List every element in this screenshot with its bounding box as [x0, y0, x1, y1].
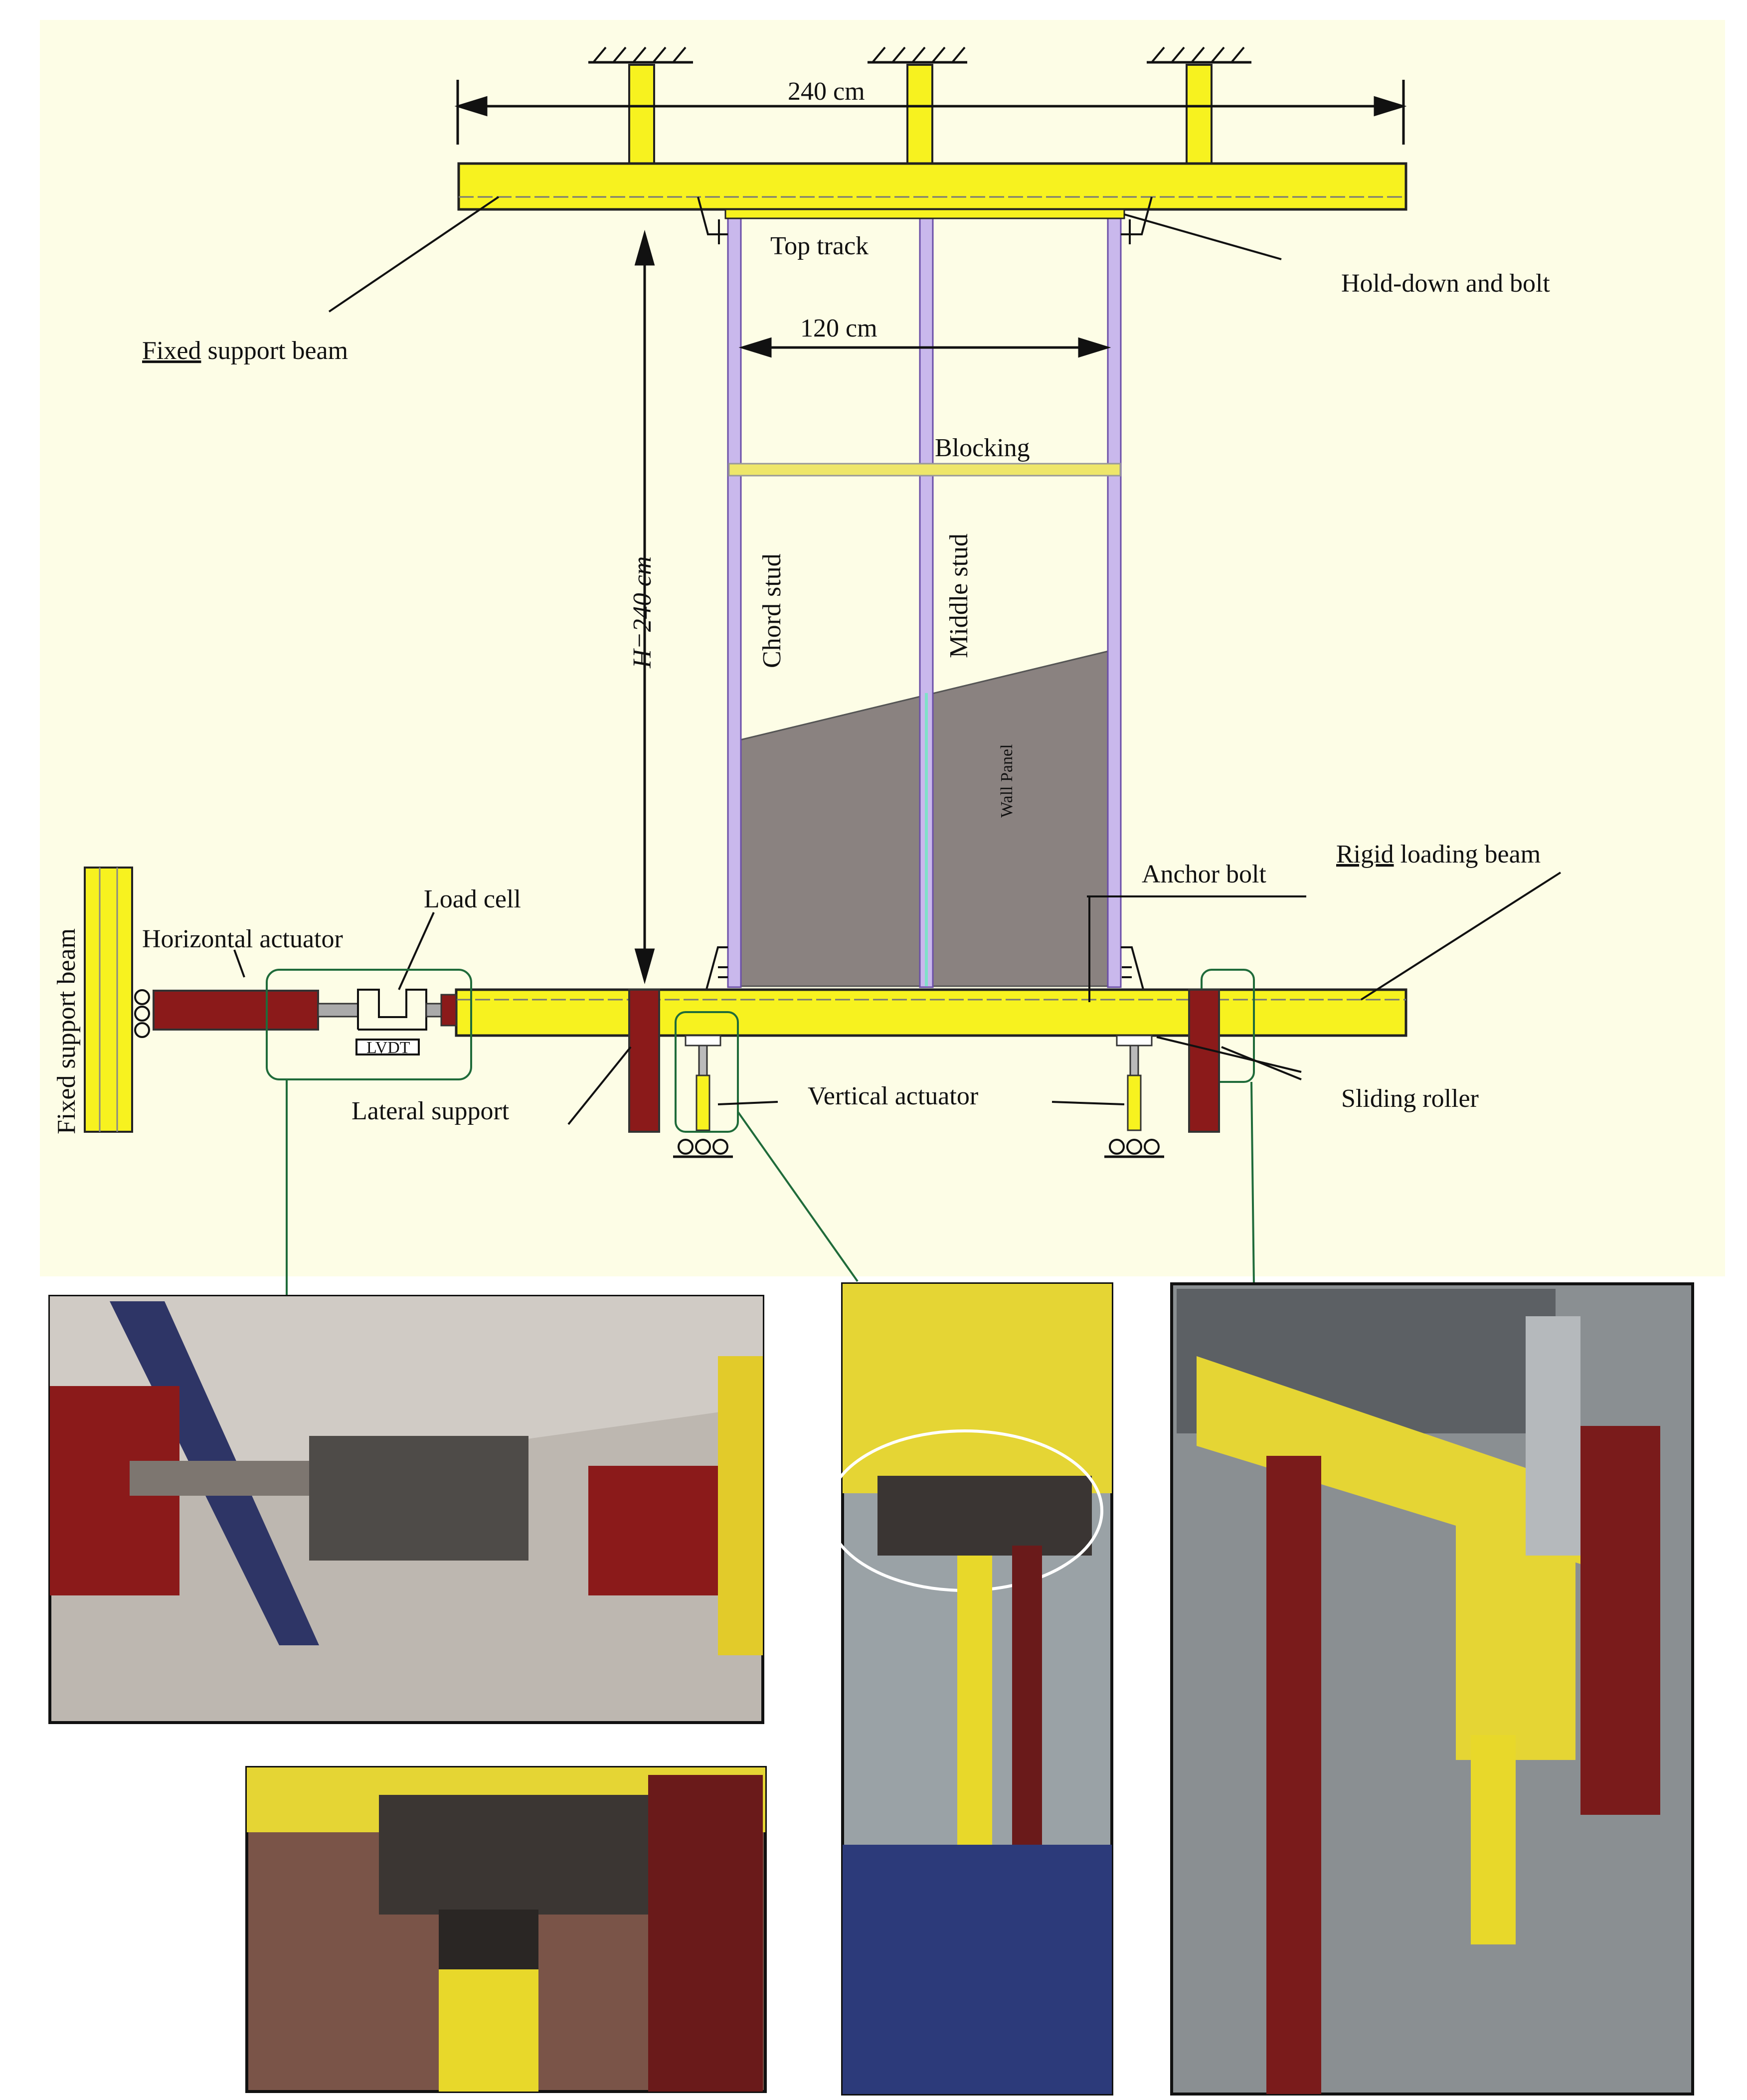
top-fixed-supports	[588, 46, 1251, 64]
horizontal-actuator-label: Horizontal actuator	[142, 925, 343, 953]
lvdt-label: LVDT	[366, 1039, 410, 1057]
sliding-roller-label: Sliding roller	[1341, 1084, 1479, 1113]
chord-stud-left	[727, 213, 742, 988]
lateral-support-left	[628, 989, 660, 1133]
photo-load-cell-lvdt	[48, 1295, 764, 1724]
left-fixed-support-beam	[84, 867, 133, 1133]
photo-leaders	[286, 1079, 1255, 1296]
dimension-top-width	[454, 80, 1407, 145]
dimension-height-label: H=240 cm	[628, 556, 657, 669]
callout-box-actuator	[266, 969, 472, 1080]
blocking	[728, 463, 1121, 477]
vertical-actuator-right	[1104, 1035, 1164, 1158]
horizontal-actuator	[153, 990, 319, 1031]
anchor-bolt-label: Anchor bolt	[1142, 860, 1266, 888]
hold-downs-bottom	[702, 946, 1148, 1003]
load-cell-lvdt	[355, 989, 427, 1055]
rigid-loading-beam-label: Rigid loading beam	[1336, 840, 1541, 869]
studs	[727, 213, 1122, 988]
top-track-label: Top track	[770, 232, 869, 260]
lateral-support-right	[1188, 989, 1220, 1133]
hold-down-label: Hold-down and bolt	[1341, 269, 1550, 298]
callout-box-vertical	[675, 1011, 739, 1133]
dimension-height	[634, 229, 655, 985]
middle-stud-label: Middle stud	[945, 533, 973, 658]
dimension-inner-width	[738, 337, 1111, 358]
dimension-top-width-label: 240 cm	[788, 77, 865, 106]
chord-stud-label: Chord stud	[758, 553, 786, 668]
fixed-support-beam-top-leader	[328, 196, 500, 313]
blocking-label: Blocking	[935, 434, 1030, 462]
photo-vertical-actuator-top	[245, 1766, 767, 2093]
vertical-actuator-left	[673, 1035, 733, 1158]
top-hangers	[628, 64, 1213, 166]
rigid-loading-beam-leader	[1360, 872, 1562, 1001]
fixed-support-beam-top-label: Fixed support beam	[142, 337, 348, 365]
left-rollers	[134, 989, 150, 1038]
top-fixed-support-beam	[457, 162, 1407, 211]
top-track	[724, 208, 1125, 219]
chord-stud-right	[1107, 213, 1122, 988]
fixed-support-beam-left-label: Fixed support beam	[52, 928, 81, 1134]
photo-vertical-actuator	[826, 1282, 1113, 2096]
lateral-support-label: Lateral support	[351, 1097, 510, 1125]
rigid-loading-beam	[455, 988, 1407, 1037]
vertical-actuator-label: Vertical actuator	[808, 1082, 978, 1110]
schematic-background	[40, 20, 1725, 1276]
wall-panel-label: Wall Panel	[998, 744, 1016, 818]
hold-down-leader	[1124, 213, 1282, 260]
dimension-inner-width-label: 120 cm	[800, 314, 877, 343]
hold-downs-top	[697, 196, 1153, 244]
actuator-rod	[317, 1003, 359, 1018]
load-cell-label: Load cell	[424, 885, 521, 913]
photo-sliding-roller	[1170, 1282, 1694, 2096]
